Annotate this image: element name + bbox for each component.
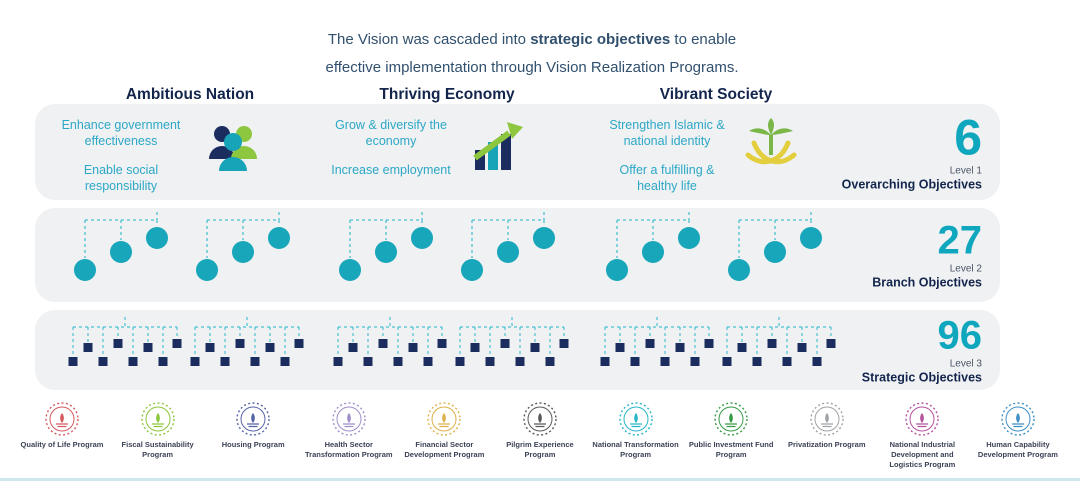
program-emblem-icon xyxy=(618,402,653,436)
program-item: Financial Sector Development Program xyxy=(398,401,490,469)
program-name: Health Sector Transformation Program xyxy=(305,440,393,459)
program-emblem-icon xyxy=(714,402,748,436)
program-emblem-icon xyxy=(45,402,79,436)
objective-text: Offer a fulfilling & healthy life xyxy=(619,162,715,193)
objective-text: Strengthen Islamic & national identity xyxy=(609,118,725,149)
program-item: Human Capability Development Program xyxy=(972,401,1064,469)
strategic-objectives-tree xyxy=(189,317,305,367)
program-emblem-icon xyxy=(427,402,462,436)
objectives-ambitious-nation: Enhance government effectiveness Enable … xyxy=(55,117,187,194)
program-name: National Industrial Development and Logi… xyxy=(889,440,956,469)
objective-text: Enhance government effectiveness xyxy=(61,118,181,149)
program-name: National Transformation Program xyxy=(592,440,679,459)
program-emblem-icon xyxy=(810,402,844,436)
level1-label: Level 1 xyxy=(949,165,982,177)
level3-summary: 96 Level 3 Strategic Objectives xyxy=(862,316,982,385)
strategic-objectives-tree xyxy=(599,317,715,367)
program-name: Housing Program xyxy=(221,440,285,449)
level1-summary: 6 Level 1 Overarching Objectives xyxy=(842,113,982,192)
program-item: Quality of Life Program xyxy=(16,401,108,469)
strategic-objectives-tree xyxy=(454,317,570,367)
program-emblem-icon xyxy=(1001,402,1035,436)
palm-emblem-icon xyxy=(745,118,797,165)
branch-objectives-tree xyxy=(460,212,556,282)
level2-name: Branch Objectives xyxy=(872,275,982,290)
program-emblem-icon xyxy=(140,402,175,436)
program-emblem-icon xyxy=(905,402,940,436)
strategic-objectives-tree xyxy=(721,317,837,367)
program-item: National Transformation Program xyxy=(590,401,682,469)
level2-summary: 27 Level 2 Branch Objectives xyxy=(872,221,982,290)
pillar-header-ambitious-nation: Ambitious Nation xyxy=(125,86,255,103)
program-name: Quality of Life Program xyxy=(20,440,104,449)
objective-text: Increase employment xyxy=(331,162,451,177)
program-name: Human Capability Development Program xyxy=(977,440,1058,459)
branch-objectives-tree xyxy=(195,212,291,282)
program-name: Public Investment Fund Program xyxy=(688,440,774,459)
objectives-thriving-economy: Grow & diversify the economy Increase em… xyxy=(325,117,457,178)
program-item: Health Sector Transformation Program xyxy=(303,401,395,469)
program-emblem-icon xyxy=(332,402,366,436)
level2-count: 27 xyxy=(937,218,983,263)
growth-chart-icon xyxy=(473,122,523,170)
title-line-2: effective implementation through Vision … xyxy=(325,58,739,76)
branch-objectives-tree xyxy=(605,212,701,282)
page-title: The Vision was cascaded into strategic o… xyxy=(0,26,1064,82)
level2-label: Level 2 xyxy=(949,263,982,275)
strategic-objectives-tree xyxy=(332,317,448,367)
level1-band: Enhance government effectiveness Enable … xyxy=(35,104,1000,200)
program-name: Privatization Program xyxy=(787,440,866,449)
objective-text: Grow & diversify the economy xyxy=(335,118,447,149)
title-line-1: The Vision was cascaded into strategic o… xyxy=(327,31,737,48)
program-emblem-icon xyxy=(523,402,557,436)
program-item: Privatization Program xyxy=(781,401,873,469)
program-item: Pilgrim Experience Program xyxy=(494,401,586,469)
level3-label: Level 3 xyxy=(949,358,982,370)
branch-objectives-tree xyxy=(338,212,434,282)
people-group-icon xyxy=(209,126,257,171)
pillar-header-vibrant-society: Vibrant Society xyxy=(659,86,773,103)
pillar-header-thriving-economy: Thriving Economy xyxy=(379,86,515,103)
level1-name: Overarching Objectives xyxy=(841,177,982,192)
strategic-objectives-tree xyxy=(67,317,183,367)
program-name: Fiscal Sustainability Program xyxy=(121,440,194,459)
objective-text: Enable social responsibility xyxy=(83,162,159,193)
program-item: National Industrial Development and Logi… xyxy=(876,401,968,469)
program-emblem-icon xyxy=(236,402,270,436)
program-item: Fiscal Sustainability Program xyxy=(112,401,204,469)
level1-count: 6 xyxy=(954,109,982,166)
level2-band: 27 Level 2 Branch Objectives xyxy=(35,208,1000,302)
level3-name: Strategic Objectives xyxy=(861,370,982,385)
level3-band: 96 Level 3 Strategic Objectives xyxy=(35,310,1000,390)
branch-objectives-tree xyxy=(727,212,823,282)
program-name: Financial Sector Development Program xyxy=(404,440,485,459)
vision-realization-programs: Quality of Life Program Fiscal Sustainab… xyxy=(16,401,1064,469)
branch-objectives-tree xyxy=(73,212,169,282)
program-item: Public Investment Fund Program xyxy=(685,401,777,469)
bottom-divider xyxy=(0,478,1080,481)
program-item: Housing Program xyxy=(207,401,299,469)
objectives-vibrant-society: Strengthen Islamic & national identity O… xyxy=(598,117,736,194)
level3-count: 96 xyxy=(937,313,983,358)
program-name: Pilgrim Experience Program xyxy=(506,440,574,459)
